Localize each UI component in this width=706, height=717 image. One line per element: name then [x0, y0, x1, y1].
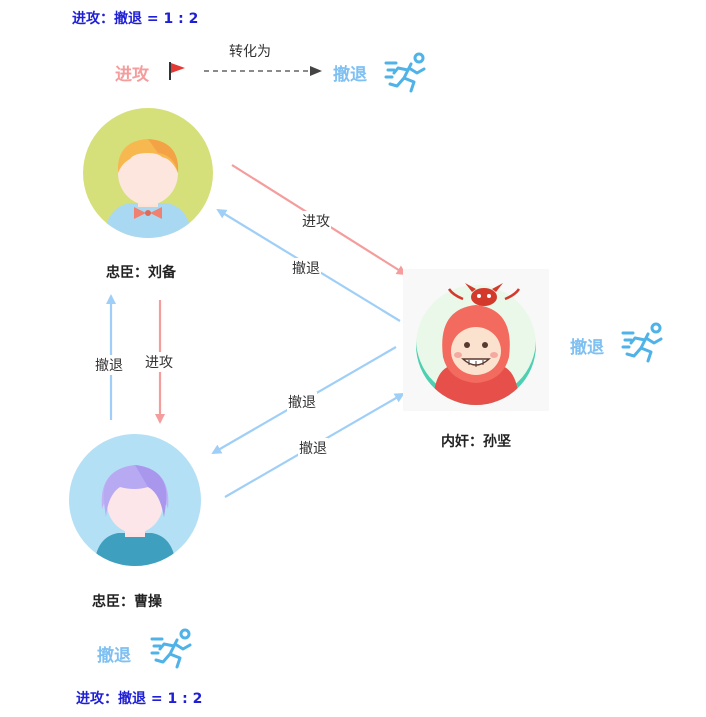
edge-label-liubei-to-caocao: 进攻: [144, 352, 174, 372]
edge-label-caocao-to-liubei: 撤退: [94, 355, 124, 375]
ratio-bottom: 进攻：撤退 = 1 : 2: [76, 691, 203, 707]
legend-attack-label: 进攻: [115, 65, 149, 85]
avatar-sunjian: [403, 269, 549, 411]
runner-icon-sunjian: [621, 322, 663, 363]
edge-label-caocao-to-sunjian: 撤退: [298, 438, 328, 458]
name-caocao: 忠臣：曹操: [92, 594, 162, 610]
name-sunjian: 内奸：孙坚: [441, 434, 511, 450]
name-liubei: 忠臣：刘备: [106, 265, 176, 281]
legend-retreat-label: 撤退: [333, 65, 367, 85]
convert-arrow: [204, 66, 322, 76]
legend-convert-label: 转化为: [229, 44, 271, 60]
side-tag-sunjian: 撤退: [570, 338, 604, 358]
runner-icon: [384, 52, 426, 93]
avatar-caocao: [69, 434, 201, 566]
edge-label-liubei-to-sunjian: 进攻: [301, 211, 331, 231]
edge-label-sunjian-to-caocao: 撤退: [287, 392, 317, 412]
flag-icon: [169, 62, 185, 80]
edge-label-sunjian-to-liubei: 撤退: [291, 258, 321, 278]
runner-icon-caocao: [150, 628, 192, 669]
avatar-liubei: [83, 108, 213, 238]
ratio-top: 进攻：撤退 = 1 : 2: [72, 11, 199, 27]
side-tag-caocao: 撤退: [97, 646, 131, 666]
